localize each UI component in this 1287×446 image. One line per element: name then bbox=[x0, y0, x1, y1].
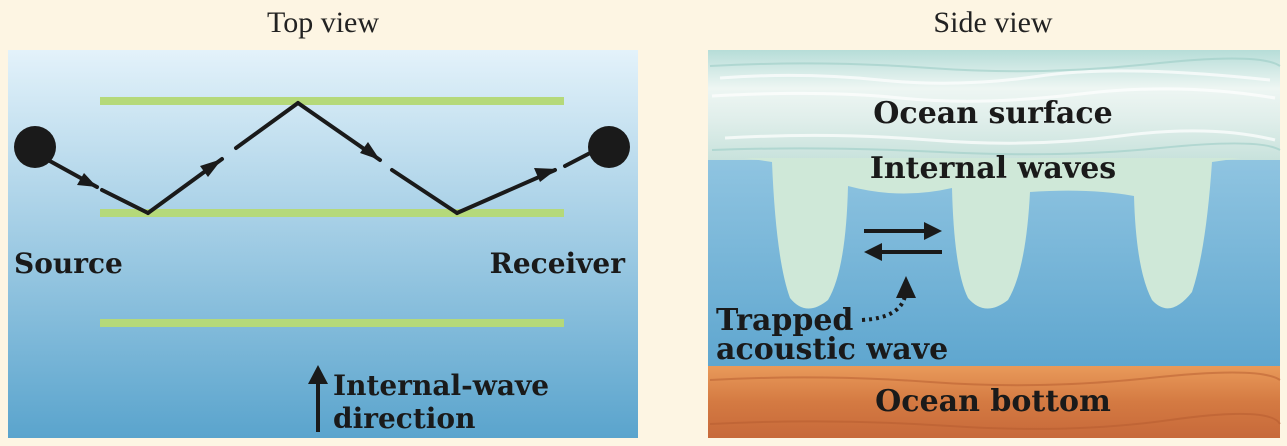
direction-label-line1: Internal-wave bbox=[333, 369, 549, 402]
side-view-title: Side view bbox=[933, 6, 1053, 39]
ocean-surface-label: Ocean surface bbox=[873, 96, 1112, 131]
surface-texture bbox=[711, 69, 1276, 145]
top-view-water bbox=[8, 50, 638, 438]
source-label: Source bbox=[14, 247, 123, 280]
ocean-bottom-label: Ocean bottom bbox=[875, 384, 1111, 419]
direction-arrow-icon bbox=[308, 365, 328, 432]
receiver-label: Receiver bbox=[490, 247, 627, 280]
trapped-label-line1: Trapped bbox=[716, 303, 853, 338]
top-view-title: Top view bbox=[266, 6, 380, 39]
internal-waves-label: Internal waves bbox=[870, 151, 1116, 186]
top-view-panel: Source Receiver Internal-wave direction bbox=[8, 50, 638, 438]
trapped-label-line2: acoustic wave bbox=[716, 332, 948, 367]
receiver-node bbox=[588, 126, 630, 168]
source-node bbox=[14, 126, 56, 168]
ray-arrowheads bbox=[77, 142, 557, 187]
internal-waves-shape bbox=[745, 158, 1240, 309]
bottom-texture bbox=[709, 371, 1281, 430]
trapped-pointer-dotted bbox=[861, 295, 907, 322]
trapped-pointer-arrowhead bbox=[896, 276, 916, 298]
side-view-panel: Ocean surface Internal waves Trapped aco… bbox=[708, 50, 1281, 438]
surface-texture-dark bbox=[709, 57, 1281, 156]
direction-label-line2: direction bbox=[333, 402, 475, 435]
bidirectional-arrows-icon bbox=[864, 222, 942, 261]
